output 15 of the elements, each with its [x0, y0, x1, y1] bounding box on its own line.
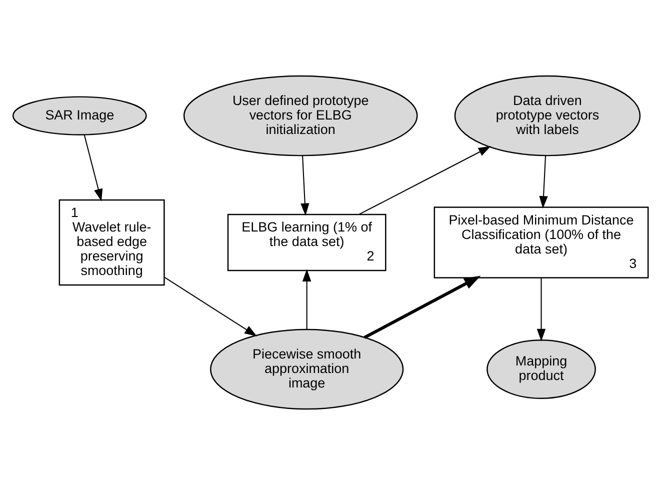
arrow [536, 277, 546, 341]
arrow [300, 155, 310, 216]
arrow [539, 155, 548, 208]
arrow [364, 275, 481, 338]
node-box: Pixel-based Minimum Distance Classification (100% of the data set) 3 [434, 206, 649, 278]
arrow [358, 146, 491, 214]
node-box: 1 Wavelet rule-based edge preserving smoothing [58, 198, 165, 286]
node-box: ELBG learning (1% of the data set) 2 [227, 213, 386, 271]
node-ellipse: Piecewise smooth approximation image [210, 328, 404, 410]
arrow [164, 276, 257, 336]
arrow [302, 268, 312, 329]
node-ellipse: SAR Image [12, 96, 147, 135]
arrow [84, 134, 103, 201]
node-ellipse: Mapping product [486, 339, 596, 398]
node-ellipse: User defined prototype vectors for ELBG initialization [183, 74, 418, 156]
